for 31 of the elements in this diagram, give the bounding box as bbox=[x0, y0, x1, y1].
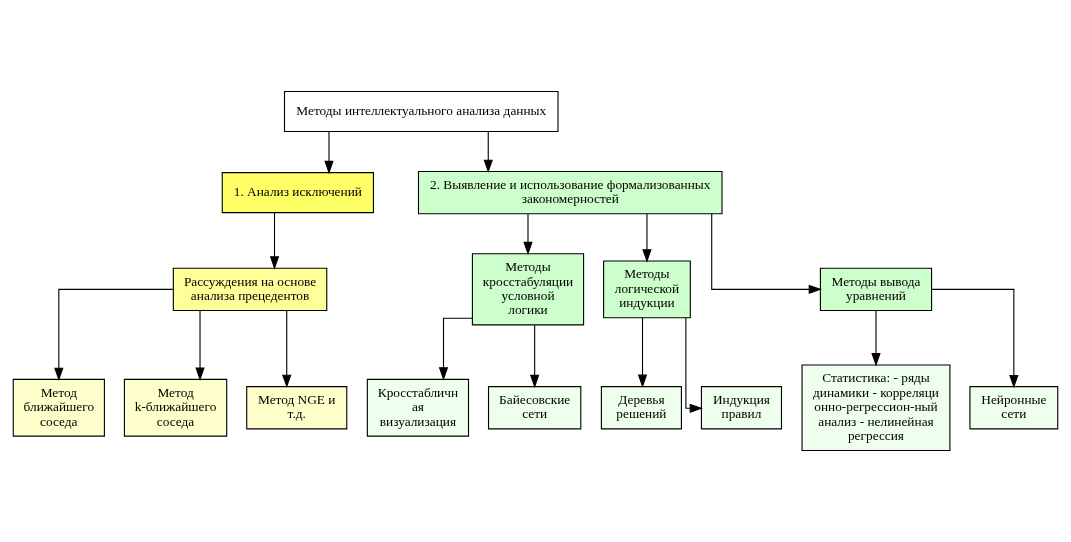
arrow bbox=[685, 317, 704, 413]
arrow bbox=[282, 309, 292, 389]
arrow bbox=[438, 317, 473, 381]
arrow bbox=[324, 130, 334, 175]
node-box: Нейронные сети bbox=[969, 386, 1059, 430]
node-box: Байесовские сети bbox=[487, 386, 582, 430]
node-box: Методы кросстабуляции условной логики bbox=[471, 253, 585, 326]
arrow bbox=[269, 212, 280, 270]
node-box: Индукция правил bbox=[700, 386, 783, 430]
node-box: 1. Анализ исключений bbox=[221, 172, 374, 214]
arrow bbox=[483, 130, 493, 174]
node-box: Метод ближайшего соседа bbox=[12, 378, 105, 437]
arrow bbox=[54, 288, 174, 382]
arrow bbox=[931, 288, 1019, 389]
node-box: Методы логической индукции bbox=[603, 260, 691, 319]
node-box: Деревья решений bbox=[600, 386, 682, 430]
node-box: 2. Выявление и использование формализованных закономерностей bbox=[417, 170, 723, 215]
arrow bbox=[195, 309, 205, 381]
node-box: Метод NGE и т.д. bbox=[246, 386, 348, 430]
arrow bbox=[871, 309, 881, 367]
node-box: Методы вывода уравнений bbox=[819, 267, 933, 312]
node-box: Статистика: - ряды динамики - корреляционно-регрессион-ный анализ - нелинейная регрессия bbox=[801, 364, 951, 452]
node-box: Рассуждения на основе анализа прецедентов bbox=[172, 267, 328, 312]
node-box: Методы интеллектуального анализа данных bbox=[283, 90, 559, 133]
arrow bbox=[523, 213, 533, 256]
arrow bbox=[642, 213, 652, 263]
arrow bbox=[530, 324, 540, 389]
node-box: Кросстабличная визуализация bbox=[366, 378, 470, 437]
arrow bbox=[637, 317, 648, 388]
node-box: Метод k-ближайшего соседа bbox=[123, 378, 228, 437]
arrow bbox=[711, 213, 823, 295]
